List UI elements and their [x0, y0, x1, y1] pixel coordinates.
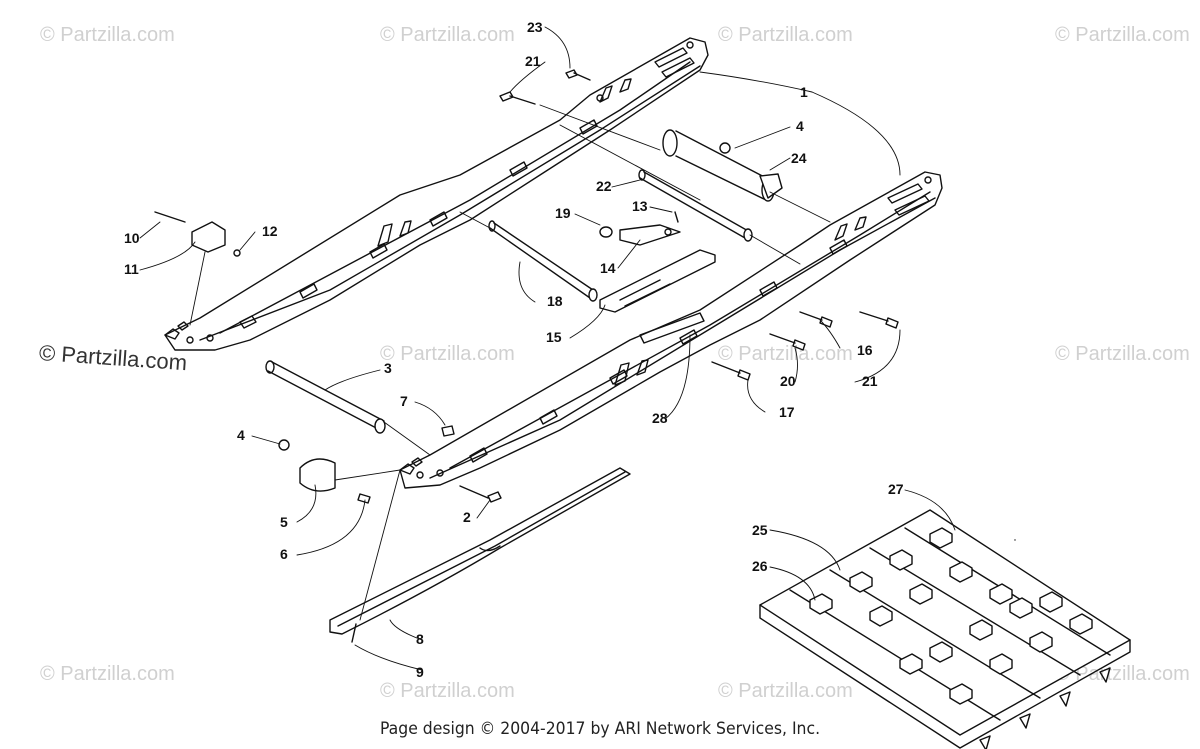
callout-28: 28 [652, 410, 668, 426]
callout-16: 16 [857, 342, 873, 358]
watermark: © Partzilla.com [1055, 343, 1190, 365]
watermark: © Partzilla.com [1055, 663, 1190, 685]
callout-8: 8 [416, 631, 424, 647]
watermark: © Partzilla.com [40, 24, 175, 46]
washer-12 [233, 249, 241, 257]
bolt-6 [357, 493, 371, 504]
bumper-block [191, 221, 226, 253]
leader-lines [139, 26, 956, 671]
callout-14: 14 [600, 260, 616, 276]
track-section [759, 509, 1131, 749]
watermark: © Partzilla.com [380, 680, 515, 702]
bolt-23 [565, 69, 591, 81]
callout-2: 2 [463, 509, 471, 525]
callout-3: 3 [384, 360, 392, 376]
bolt-21-lower [859, 311, 899, 329]
callout-15: 15 [546, 329, 562, 345]
callout-24: 24 [791, 150, 807, 166]
callout-18: 18 [547, 293, 563, 309]
watermark: © Partzilla.com [40, 663, 175, 685]
screw-9 [351, 623, 357, 643]
callout-labels: 1 2 3 4 4 5 6 7 8 9 10 11 12 13 14 15 16… [124, 19, 904, 680]
nut-4-lower [278, 439, 290, 451]
left-slide-rail [164, 37, 709, 351]
shock-mount-bracket [599, 211, 716, 313]
callout-9: 9 [416, 664, 424, 680]
callout-10: 10 [124, 230, 140, 246]
callout-4-upper: 4 [796, 118, 804, 134]
callout-21-upper: 21 [525, 53, 541, 69]
watermark: © Partzilla.com [1055, 24, 1190, 46]
cross-shafts [265, 104, 801, 456]
watermark: © Partzilla.com [380, 343, 515, 365]
callout-27: 27 [888, 481, 904, 497]
callout-7: 7 [400, 393, 408, 409]
callout-20: 20 [780, 373, 796, 389]
watermark: © Partzilla.com [718, 343, 853, 365]
nut-4-upper [719, 142, 731, 154]
bolt-16 [799, 311, 833, 328]
callout-19: 19 [555, 205, 571, 221]
callout-1: 1 [800, 84, 808, 100]
callout-17: 17 [779, 404, 795, 420]
copyright-footer: Page design © 2004-2017 by ARI Network S… [379, 719, 821, 739]
clip-7 [441, 425, 455, 437]
pin-10 [154, 211, 186, 223]
callout-12: 12 [262, 223, 278, 239]
callout-11: 11 [124, 261, 139, 277]
callout-26: 26 [752, 558, 768, 574]
bolt-17 [711, 361, 751, 381]
callout-21-lower: 21 [862, 373, 878, 389]
wheel-5 [299, 458, 336, 492]
bolt-21-upper [499, 91, 536, 105]
bolt-2 [459, 485, 502, 503]
watermark: © Partzilla.com [380, 24, 515, 46]
callout-25: 25 [752, 522, 768, 538]
watermark: © Partzilla.com [718, 680, 853, 702]
callout-13: 13 [632, 198, 648, 214]
watermark: © Partzilla.com [718, 24, 853, 46]
callout-6: 6 [280, 546, 288, 562]
callout-5: 5 [280, 514, 288, 530]
callout-22: 22 [596, 178, 612, 194]
rear-idler-shaft [662, 129, 831, 223]
wear-strip [329, 467, 631, 635]
bolt-20 [769, 333, 806, 351]
callout-23: 23 [527, 19, 543, 35]
callout-4-lower: 4 [237, 427, 245, 443]
right-slide-rail [399, 171, 943, 489]
